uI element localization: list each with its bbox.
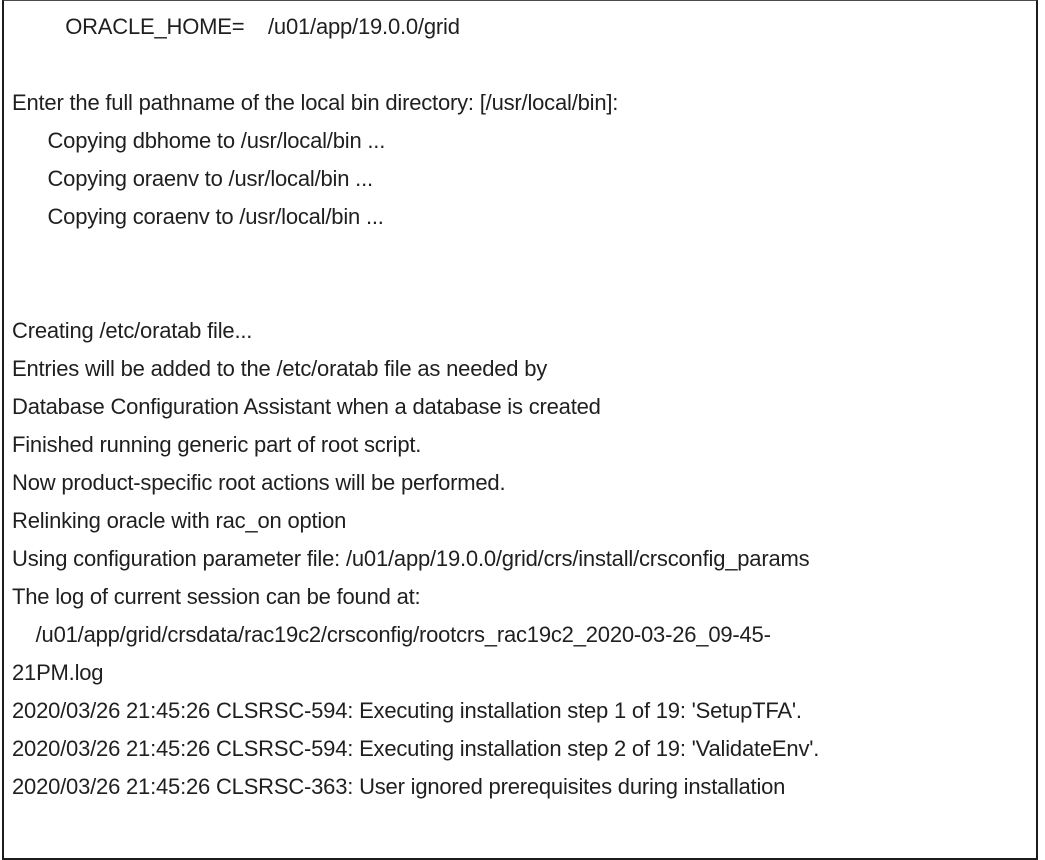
console-line: 2020/03/26 21:45:26 CLSRSC-363: User ign… [12,774,786,799]
console-line: 2020/03/26 21:45:26 CLSRSC-594: Executin… [12,698,802,723]
console-line: ORACLE_HOME= /u01/app/19.0.0/grid [12,14,460,39]
console-line: Now product-specific root actions will b… [12,470,506,495]
console-line: Using configuration parameter file: /u01… [12,546,810,571]
console-line: Database Configuration Assistant when a … [12,394,601,419]
console-line: The log of current session can be found … [12,584,421,609]
console-line [12,46,1032,84]
console-line: Enter the full pathname of the local bin… [12,90,619,115]
console-line: Copying oraenv to /usr/local/bin ... [12,166,373,191]
console-line: Copying dbhome to /usr/local/bin ... [12,128,386,153]
console-line: /u01/app/grid/crsdata/rac19c2/crsconfig/… [12,622,771,647]
console-line: 2020/03/26 21:45:26 CLSRSC-594: Executin… [12,736,820,761]
console-line: Relinking oracle with rac_on option [12,508,347,533]
console-line: Copying coraenv to /usr/local/bin ... [12,204,384,229]
console-line [12,236,1032,274]
console-output-text: ORACLE_HOME= /u01/app/19.0.0/grid Enter … [4,1,1036,806]
console-line: Entries will be added to the /etc/oratab… [12,356,548,381]
console-line: Finished running generic part of root sc… [12,432,422,457]
console-line [12,274,1032,312]
console-line: 21PM.log [12,660,104,685]
console-line: Creating /etc/oratab file... [12,318,253,343]
